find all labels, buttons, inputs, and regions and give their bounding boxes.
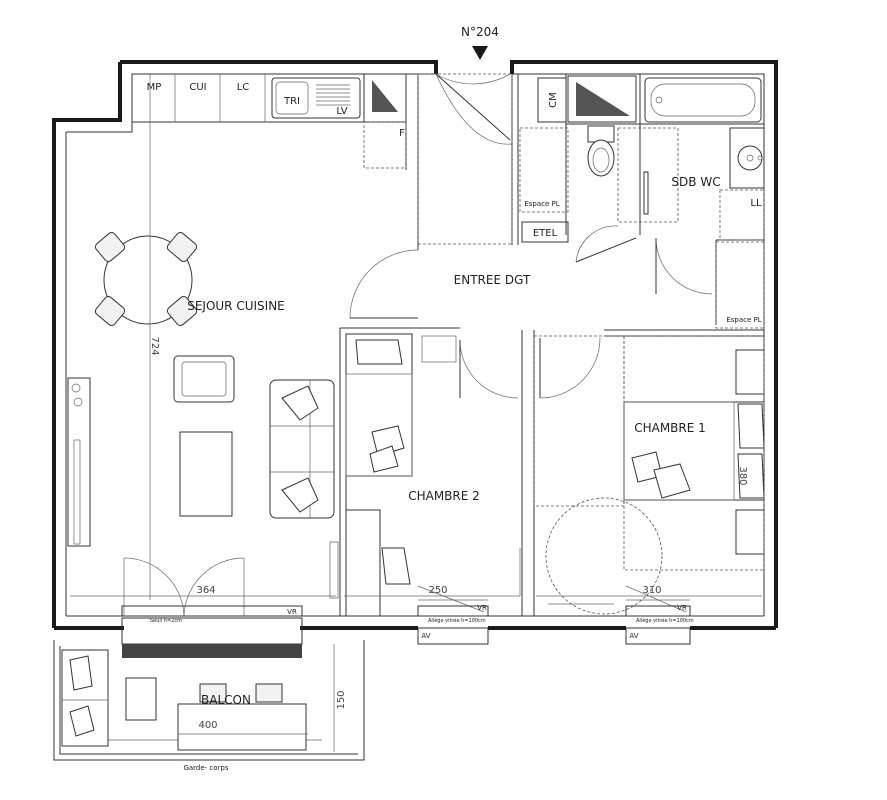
- drainboard-lines: [316, 84, 350, 106]
- room-balcon-label: BALCON: [201, 693, 251, 707]
- unit-number: N°204: [461, 25, 499, 39]
- bed-chambre-1: [623, 401, 765, 501]
- turning-circle: [545, 497, 663, 615]
- dim-balcon-depth: 150: [336, 690, 347, 709]
- sejour-window: [121, 557, 303, 658]
- balcony-sofa: [61, 649, 109, 747]
- armchair: [173, 355, 235, 403]
- dining-table: [94, 231, 198, 327]
- entrance-door: [435, 73, 513, 145]
- dim-sejour-height: 724: [149, 336, 160, 355]
- bathroom-fixtures: [519, 75, 765, 241]
- interior-walls: [66, 74, 764, 617]
- allege-note-2: Allège vitrée h=100cm: [636, 617, 694, 624]
- etel-box: [521, 221, 569, 243]
- bed-chambre-2: [345, 333, 413, 477]
- av-label-2: AV: [629, 632, 638, 640]
- coffee-table: [179, 431, 233, 517]
- vr-label-2: VR: [477, 604, 487, 612]
- nightstand-2: [735, 509, 765, 555]
- kitchen-f-label: F: [399, 128, 405, 139]
- dimension-lines: [70, 595, 762, 735]
- sink: [271, 77, 361, 119]
- vr-label-1: VR: [287, 608, 297, 616]
- chambre-1-window: [548, 585, 691, 645]
- washing-machine: [567, 75, 637, 123]
- ll-label: LL: [750, 198, 762, 209]
- espace-pl-label-1: Espace PL: [524, 200, 559, 208]
- espace-pl-label-2: Espace PL: [726, 316, 761, 324]
- room-sdb-label: SDB WC: [671, 175, 720, 189]
- dim-chambre1-bed: 380: [737, 466, 748, 485]
- etel-label: ETEL: [533, 228, 558, 239]
- balcony-side-table: [125, 677, 157, 721]
- kitchen-counter: [131, 73, 407, 169]
- cm-label: CM: [548, 92, 559, 108]
- desk-chambre-2: [329, 509, 411, 617]
- exterior-walls: [52, 60, 778, 630]
- room-chambre2-label: CHAMBRE 2: [408, 489, 480, 503]
- threshold-hatch: [122, 644, 302, 658]
- entrance-arrow-icon: [472, 46, 488, 60]
- dim-balcon-width: 400: [198, 720, 217, 731]
- vr-label-3: VR: [677, 604, 687, 612]
- room-chambre1-label: CHAMBRE 1: [634, 421, 706, 435]
- kitchen-mp-label: MP: [147, 82, 162, 93]
- washbasin: [729, 127, 765, 189]
- av-label-1: AV: [421, 632, 430, 640]
- garde-corps-label: Garde- corps: [183, 764, 228, 772]
- dim-sejour-width: 364: [196, 585, 215, 596]
- seuil-note: Seuil h=2cm: [150, 618, 182, 624]
- nightstand-1: [735, 349, 765, 395]
- kitchen-cui-label: CUI: [189, 82, 206, 93]
- sofa: [269, 379, 335, 519]
- room-sejour-label: SEJOUR CUISINE: [187, 299, 285, 313]
- balcony-dining-set: [177, 683, 307, 751]
- dim-chambre1-width: 310: [642, 585, 661, 596]
- kitchen-tri-label: TRI: [283, 96, 300, 107]
- bathtub: [644, 77, 762, 123]
- dim-chambre2-width: 250: [428, 585, 447, 596]
- room-entree-label: ENTREE DGT: [454, 273, 531, 287]
- kitchen-lv-label: LV: [336, 106, 347, 117]
- kitchen-lc-label: LC: [237, 82, 250, 93]
- tv-unit: [67, 377, 91, 547]
- allege-note-1: Allège vitrée h=100cm: [428, 617, 486, 624]
- toilet: [587, 125, 615, 177]
- hall-doors: [349, 73, 765, 399]
- chambre-2-window: [417, 548, 521, 645]
